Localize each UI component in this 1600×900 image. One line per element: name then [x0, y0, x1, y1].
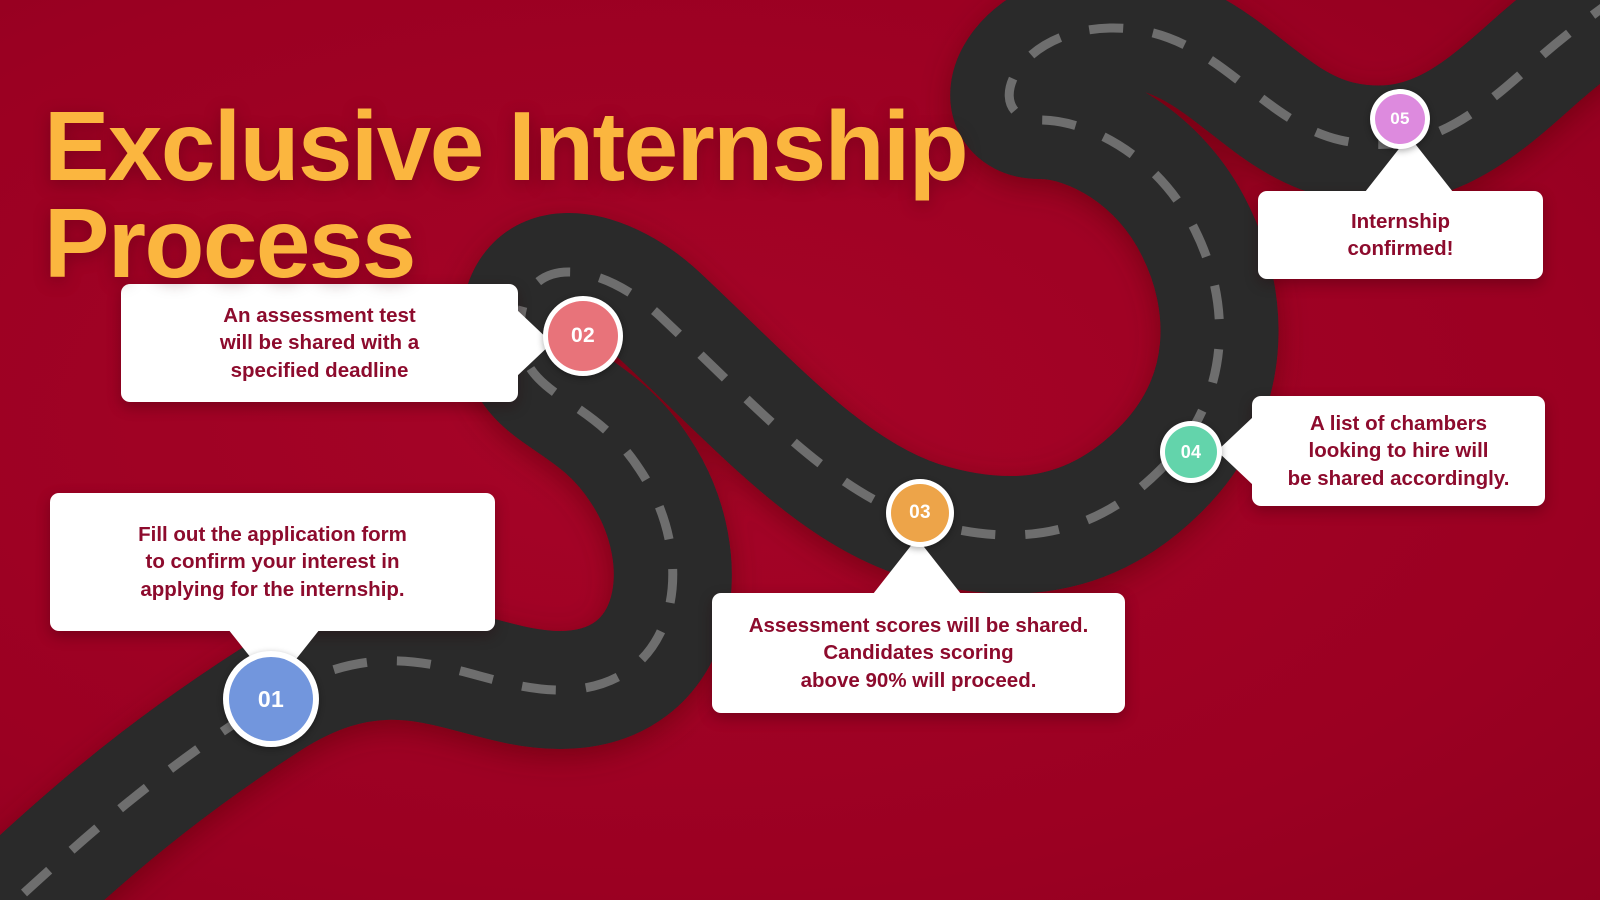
callout-step-04-text: A list of chambers looking to hire will … — [1287, 412, 1510, 490]
step-badge-05-label: 05 — [1390, 109, 1410, 128]
step-badge-03[interactable]: 03 — [886, 479, 954, 547]
step-badge-02[interactable]: 02 — [543, 296, 623, 376]
step-badge-03-label: 03 — [909, 502, 931, 523]
step-badge-03-disc: 03 — [891, 484, 949, 542]
callout-step-01[interactable]: Fill out the application form to confirm… — [50, 493, 495, 687]
callout-step-05[interactable]: Internship confirmed! — [1258, 136, 1543, 279]
step-badge-04-disc: 04 — [1165, 426, 1217, 478]
step-badge-02-label: 02 — [571, 324, 595, 347]
step-badge-01[interactable]: 01 — [223, 651, 319, 747]
step-badge-02-disc: 02 — [548, 301, 618, 371]
callout-step-03[interactable]: Assessment scores will be shared. Candid… — [712, 538, 1125, 713]
step-badge-01-disc: 01 — [229, 657, 313, 741]
callout-step-02[interactable]: An assessment test will be shared with a… — [121, 284, 552, 402]
step-badge-05[interactable]: 05 — [1370, 89, 1430, 149]
callout-step-05-text: Internship confirmed! — [1347, 209, 1454, 260]
step-badge-04-label: 04 — [1180, 441, 1202, 462]
callout-step-01-text: Fill out the application form to confirm… — [138, 523, 407, 601]
page-title: Exclusive Internship Process — [44, 90, 969, 298]
step-badge-05-disc: 05 — [1375, 94, 1425, 144]
step-badge-01-label: 01 — [257, 685, 285, 712]
callout-step-02-text: An assessment test will be shared with a… — [219, 304, 420, 382]
step-badge-04[interactable]: 04 — [1160, 421, 1222, 483]
callout-step-03-text: Assessment scores will be shared. Candid… — [748, 614, 1089, 692]
callout-step-04[interactable]: A list of chambers looking to hire will … — [1217, 396, 1545, 506]
callout-pointer-left-icon — [1217, 417, 1253, 485]
